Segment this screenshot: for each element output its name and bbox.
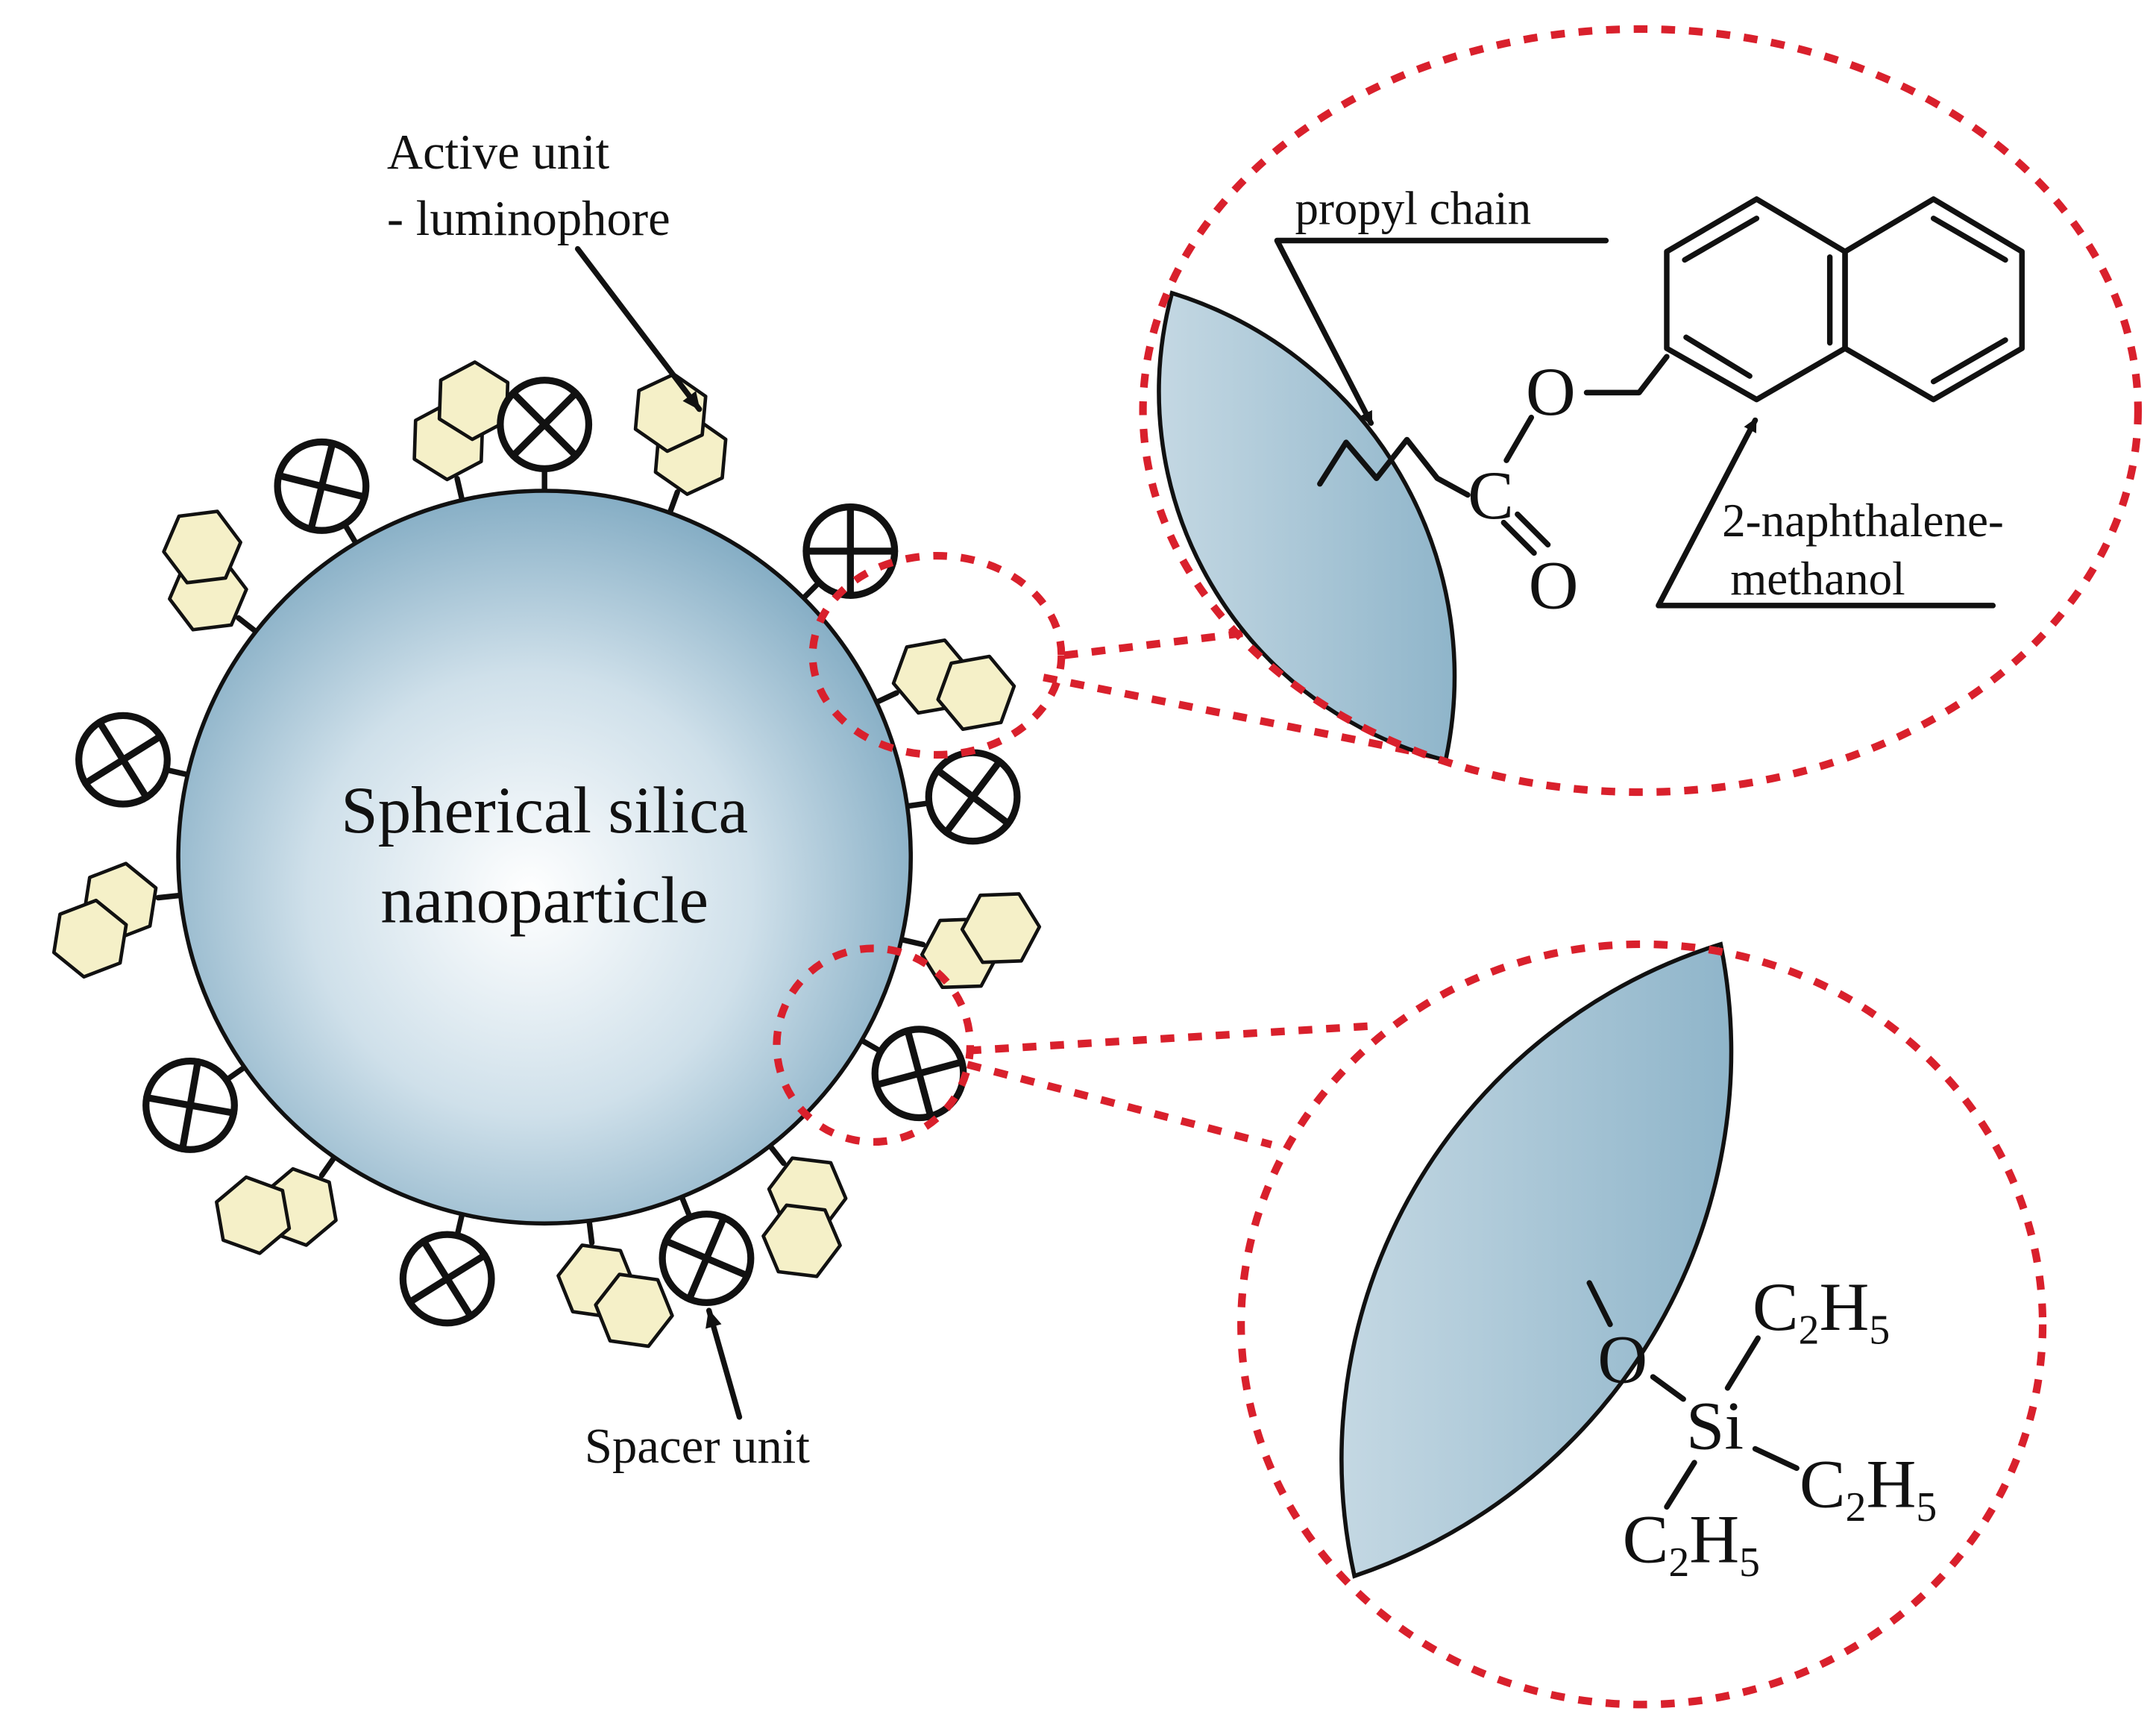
- circle-cross-icon: [399, 1231, 495, 1327]
- substituent-stem: [679, 1193, 693, 1220]
- zoom-spacer: O Si C2H5 C2H5 C2H5: [1237, 940, 2047, 1709]
- spacer-unit-label: Spacer unit: [585, 1419, 810, 1474]
- zoom-line-top-1: [1063, 629, 1245, 659]
- substituent-stem: [904, 800, 932, 809]
- carbonyl-oxygen: O: [1529, 547, 1579, 624]
- naphthalene-icon: [891, 638, 1016, 732]
- substituent-stem: [667, 489, 680, 516]
- propyl-chain: [1317, 436, 1471, 498]
- substituent-stem: [155, 892, 183, 901]
- active-unit-arrow: [574, 245, 703, 412]
- silica-cap-top: [1157, 290, 1457, 763]
- circle-cross-icon: [925, 749, 1021, 845]
- highlight-spacer-circle: [773, 944, 975, 1146]
- circle-cross-icon: [497, 377, 593, 472]
- substituent-stem: [163, 767, 191, 778]
- substituent-stem: [454, 475, 465, 503]
- ethyl-group-right: C2H5: [1800, 1446, 1937, 1531]
- substituent-stem: [767, 1143, 787, 1167]
- naphthalene-icon: [761, 1156, 848, 1278]
- ester-oxygen: O: [1526, 354, 1576, 430]
- circle-cross-icon: [802, 503, 899, 599]
- bond-si-ethyl-left: [1664, 1460, 1697, 1510]
- substituent-stem: [898, 936, 926, 948]
- substituent-stem: [342, 521, 359, 546]
- ethyl-group-top: C2H5: [1753, 1269, 1890, 1354]
- substituent-stem: [873, 690, 899, 706]
- spacer-unit-arrow: [705, 1308, 743, 1420]
- substituent-stem: [858, 1038, 884, 1055]
- bond-o-ch2: [1583, 354, 1670, 396]
- bond-si-ethyl-top: [1724, 1335, 1761, 1391]
- silyl-oxygen: O: [1597, 1321, 1647, 1398]
- naphthalenemethanol-label-line1: 2-naphthalene-: [1722, 495, 2004, 547]
- particle-label-line1: Spherical silica: [341, 774, 748, 847]
- zoom-line-top-2: [1043, 674, 1445, 762]
- propyl-chain-pointer: [1274, 237, 1609, 426]
- zoom-line-bottom-2: [966, 1061, 1273, 1149]
- circle-cross-icon: [659, 1211, 755, 1306]
- propyl-chain-label: propyl chain: [1295, 182, 1531, 234]
- substituent-stem: [318, 1154, 338, 1178]
- naphthalene-icon: [51, 861, 158, 979]
- bond-c-double-o-1: [1500, 519, 1537, 556]
- naphthalene-icon: [920, 892, 1042, 990]
- circle-cross-icon: [142, 1057, 238, 1153]
- naphthalenemethanol-label-line2: methanol: [1730, 553, 1905, 605]
- zoom-circle-top: [1139, 25, 2143, 797]
- zoom-circle-bottom: [1237, 940, 2047, 1709]
- surface-substituents: [51, 360, 1042, 1349]
- circle-cross-icon: [274, 438, 370, 534]
- naphthalene-icon: [162, 509, 248, 632]
- bond-c-o-ester: [1503, 415, 1535, 463]
- naphthalene-icon: [633, 372, 728, 496]
- bond-si-ethyl-right: [1752, 1446, 1800, 1472]
- substituent-stem: [800, 580, 823, 601]
- silica-cap-bottom: [1339, 941, 1734, 1579]
- active-unit-label-line1: Active unit: [387, 125, 610, 180]
- substituent-stem: [236, 615, 259, 635]
- zoom-luminophore: C O O propyl chain 2-naphthalene- methan…: [1139, 25, 2143, 797]
- silica-sphere: [176, 489, 914, 1226]
- substituent-stem: [454, 1211, 465, 1239]
- particle-label-line2: nanoparticle: [380, 864, 708, 937]
- naphthalene-icon: [556, 1243, 674, 1349]
- highlight-luminophore-circle: [808, 551, 1066, 759]
- zoom-line-bottom-1: [967, 1022, 1376, 1055]
- silica-nanoparticle: Spherical silica nanoparticle: [51, 360, 1042, 1349]
- naphthalene-structure: [1664, 196, 2025, 403]
- circle-cross-icon: [75, 712, 171, 808]
- silicon-atom: Si: [1686, 1387, 1744, 1464]
- naphthalene-icon: [412, 360, 510, 482]
- bond-c-double-o-2: [1515, 511, 1551, 547]
- substituent-stem: [223, 1064, 248, 1083]
- bond-surface-o: [1586, 1280, 1613, 1328]
- naphthalene-icon: [215, 1167, 338, 1255]
- bond-o-si: [1650, 1374, 1686, 1402]
- naphthalenemethanol-pointer: [1656, 417, 1996, 609]
- ethyl-group-left: C2H5: [1623, 1501, 1760, 1586]
- active-unit-label-line2: - luminophore: [387, 192, 670, 246]
- substituent-stem: [586, 1217, 595, 1246]
